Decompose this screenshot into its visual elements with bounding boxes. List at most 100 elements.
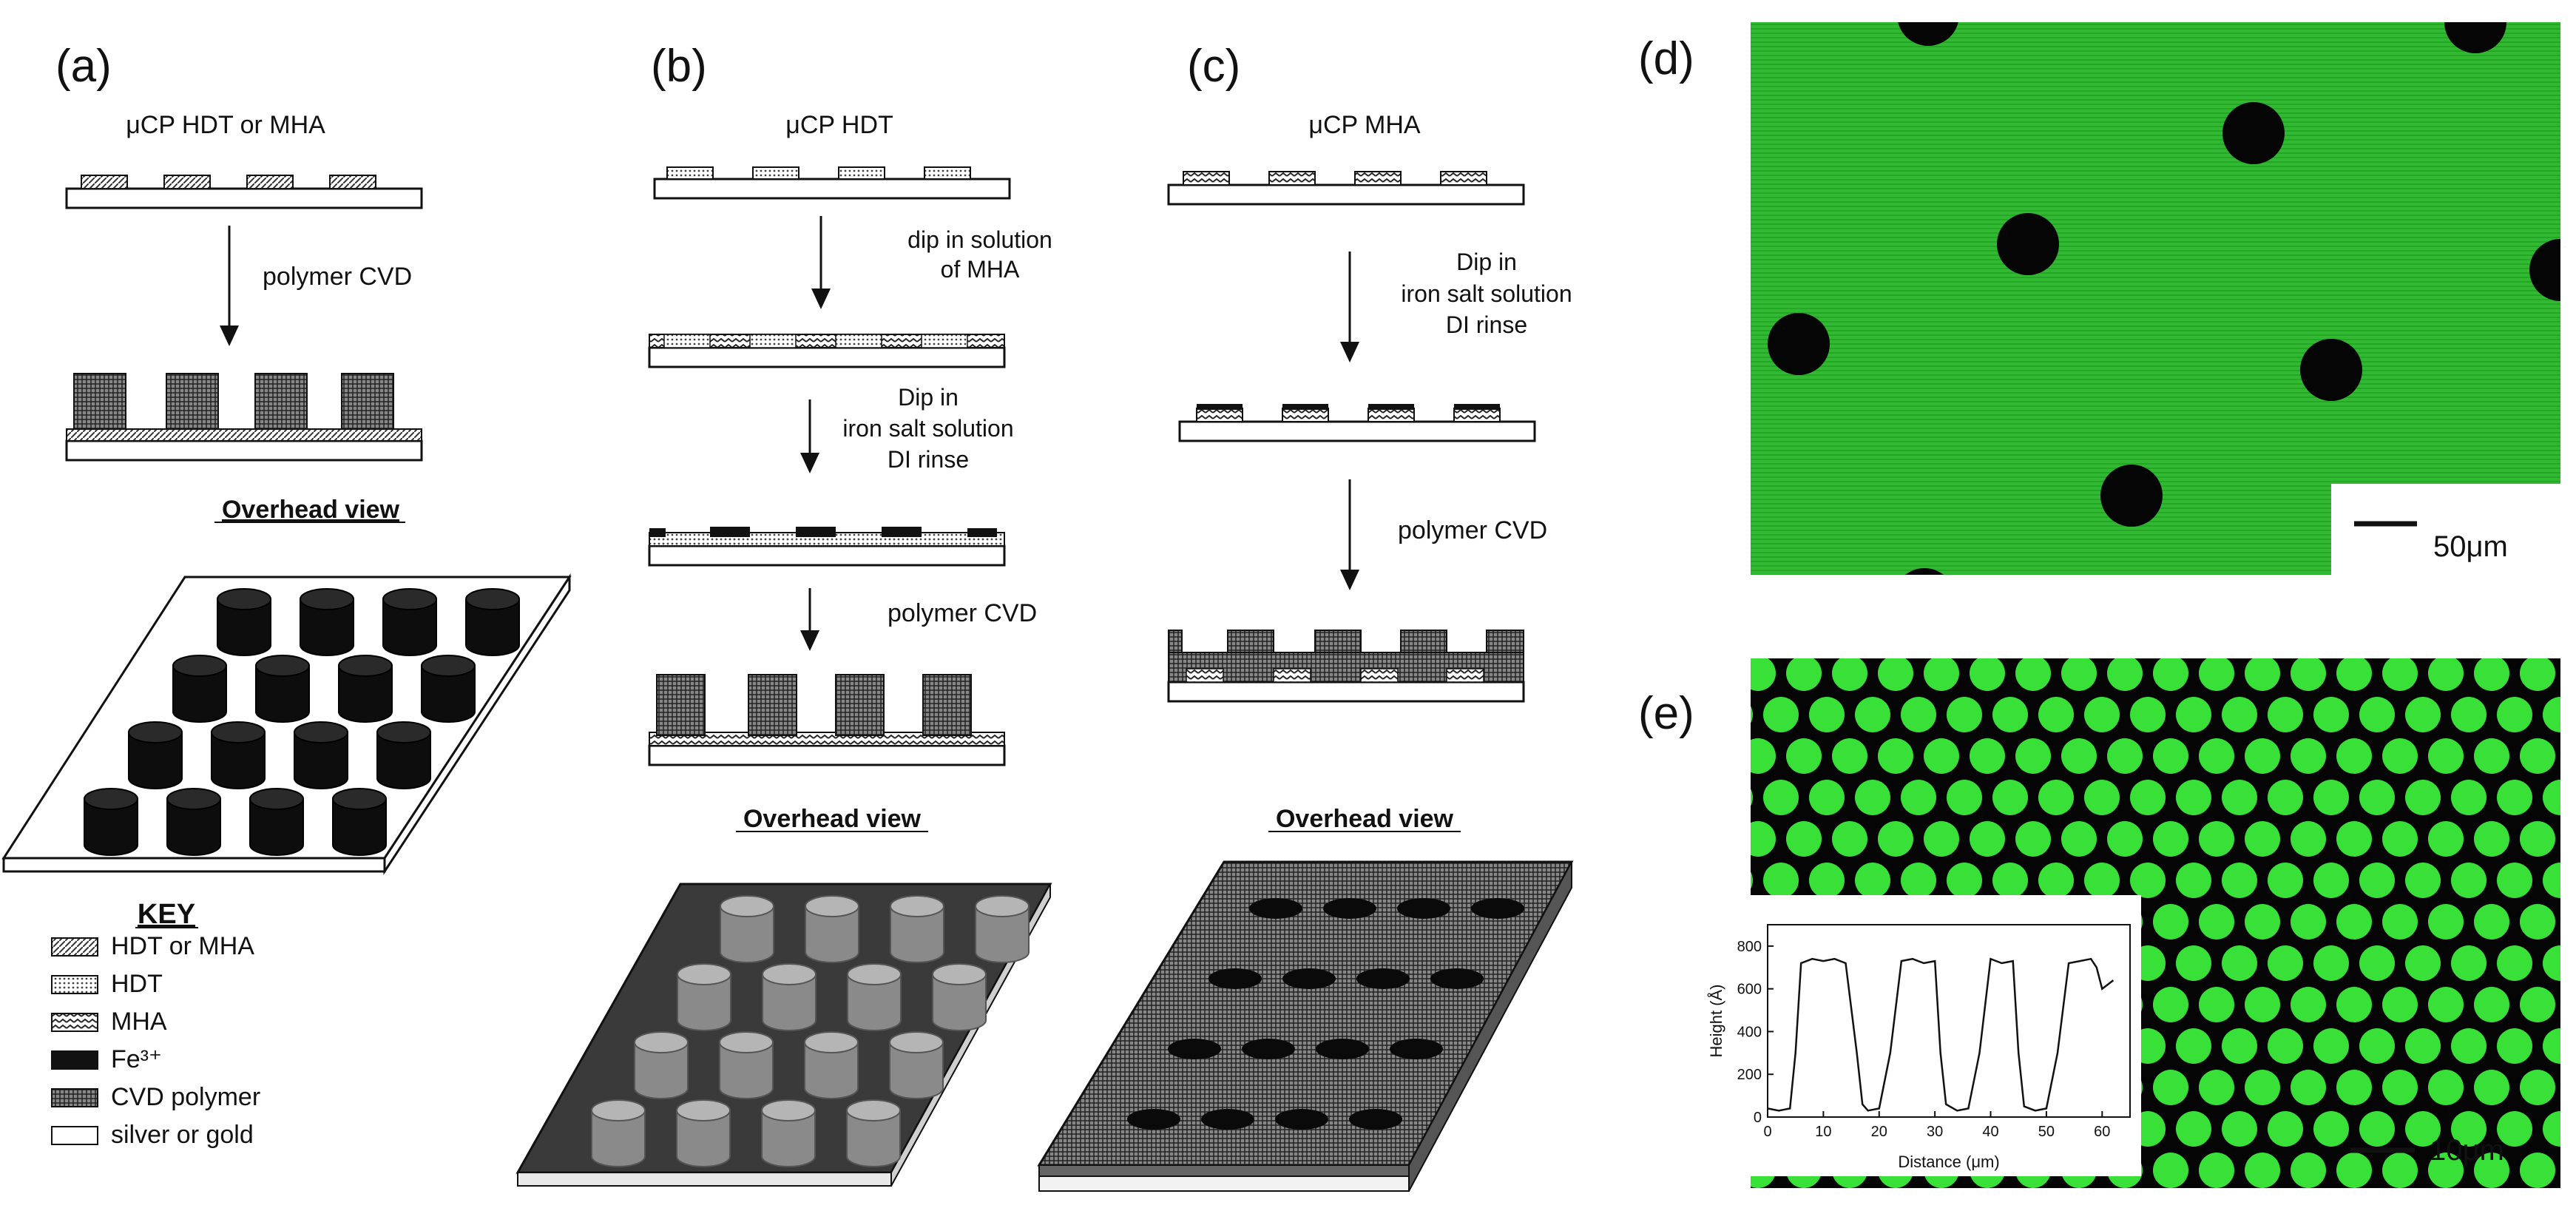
micrograph-dot: [2474, 738, 2509, 774]
micrograph-dot: [2497, 863, 2532, 898]
micrograph-dot: [2176, 614, 2211, 650]
x-tick-label: 40: [1982, 1124, 1998, 1140]
micrograph-dot: [2520, 658, 2555, 691]
micrograph-dot: [2291, 821, 2326, 857]
micrograph-dot: [2336, 904, 2372, 940]
pillar: [465, 588, 520, 656]
micrograph-dot: [2474, 821, 2509, 857]
micrograph-dot: [2543, 1028, 2560, 1064]
micrograph-dot: [2405, 1194, 2441, 1211]
plate-hole: [1323, 898, 1376, 919]
micrograph-dot: [2405, 863, 2441, 898]
pillar: [172, 655, 227, 723]
micrograph-dot: [1924, 738, 1959, 774]
key-label: CVD polymer: [111, 1083, 260, 1111]
x-tick-label: 30: [1927, 1124, 1943, 1140]
micrograph-dot: [2405, 614, 2441, 650]
pillar: [932, 963, 987, 1031]
pillar: [761, 1099, 816, 1167]
micrograph-dot: [2130, 1194, 2166, 1211]
micrograph-dot: [2176, 1028, 2211, 1064]
micrograph-dot: [2428, 658, 2464, 691]
micrograph-dot: [2038, 697, 2074, 732]
panel-d-letter: (d): [1638, 33, 1694, 84]
chart-x-axis-label: Distance (μm): [1898, 1153, 1999, 1171]
key-label: MHA: [111, 1008, 167, 1036]
plate-hole: [1282, 968, 1336, 989]
micrograph-dot: [2474, 904, 2509, 940]
pillar: [591, 1099, 646, 1167]
micrograph-dot: [2405, 697, 2441, 732]
micrograph-dot: [1751, 789, 1753, 806]
plate-hole: [1242, 1039, 1295, 1059]
micrograph-dot: [2405, 1028, 2441, 1064]
y-tick-label: 600: [1737, 982, 1762, 998]
plate-hole: [1168, 1039, 1221, 1059]
panel-a-substrate-2: [65, 373, 423, 462]
micrograph-dot: [2038, 780, 2074, 815]
micrograph-dot: [1786, 658, 1822, 691]
plate-hole: [1275, 1109, 1328, 1130]
micrograph-dot: [2199, 1070, 2234, 1105]
micrograph-dot: [2543, 945, 2560, 981]
pillar: [338, 655, 393, 723]
key-label: Fe³⁺: [111, 1045, 162, 1073]
micrograph-dot: [2268, 1111, 2303, 1147]
micrograph-dot: [2107, 738, 2143, 774]
key-swatch-hatch: [51, 937, 98, 957]
micrograph-dot: [2543, 1194, 2576, 1211]
micrograph-dot: [1901, 1194, 1936, 1211]
micrograph-dot: [2451, 863, 2487, 898]
panel-d-scale-box: [2331, 484, 2560, 575]
y-tick-label: 400: [1737, 1024, 1762, 1040]
pillar: [676, 1099, 731, 1167]
micrograph-dot: [1901, 614, 1936, 650]
x-tick-label: 20: [1871, 1124, 1887, 1140]
x-tick-label: 50: [2038, 1124, 2055, 1140]
micrograph-dot: [2313, 1028, 2349, 1064]
micrograph-dot: [1878, 738, 1913, 774]
micrograph-dot: [2566, 904, 2576, 940]
key-swatch-dots: [51, 975, 98, 994]
pillar: [677, 963, 731, 1031]
key-label: silver or gold: [111, 1121, 254, 1149]
micrograph-dot: [2474, 658, 2509, 691]
micrograph-dot: [2520, 821, 2555, 857]
plate-hole: [1316, 1039, 1369, 1059]
micrograph-dot: [2497, 780, 2532, 815]
micrograph-dot: [2336, 1153, 2372, 1188]
micrograph-dot: [2153, 821, 2188, 857]
plate-hole: [1471, 898, 1524, 919]
pillar: [382, 588, 437, 656]
panel-b-substrate-2: [648, 334, 1006, 368]
x-tick-label: 0: [1763, 1124, 1771, 1140]
micrograph-dot: [2428, 738, 2464, 774]
micrograph-dot: [1763, 614, 1799, 650]
plate-hole: [1397, 898, 1450, 919]
micrograph-dot: [2222, 697, 2257, 732]
micrograph-dot: [1901, 863, 1936, 898]
micrograph-dot: [2291, 738, 2326, 774]
micrograph-dot: [2359, 614, 2395, 650]
micrograph-dot: [2084, 863, 2120, 898]
micrograph-dot: [2451, 614, 2487, 650]
micrograph-dot: [1947, 1194, 1982, 1211]
pillar: [720, 895, 774, 963]
micrograph-dot: [1970, 738, 2005, 774]
micrograph-dot: [2497, 614, 2532, 650]
micrograph-dot: [2313, 945, 2349, 981]
micrograph-dot: [2359, 1111, 2395, 1147]
micrograph-dot: [1809, 1194, 1845, 1211]
micrograph-dot: [1924, 658, 1959, 691]
micrograph-dot: [2268, 780, 2303, 815]
x-tick-label: 60: [2094, 1124, 2110, 1140]
micrograph-dot: [2107, 821, 2143, 857]
panel-c-step-1-line-1: Dip in: [1456, 249, 1517, 275]
micrograph-dot: [2130, 614, 2166, 650]
pillar: [421, 655, 476, 723]
panel-b-overhead-label: Overhead view: [743, 805, 922, 833]
panel-d-micrograph: [1751, 22, 2560, 575]
micrograph-dot: [2038, 863, 2074, 898]
micrograph-dot: [2222, 1028, 2257, 1064]
